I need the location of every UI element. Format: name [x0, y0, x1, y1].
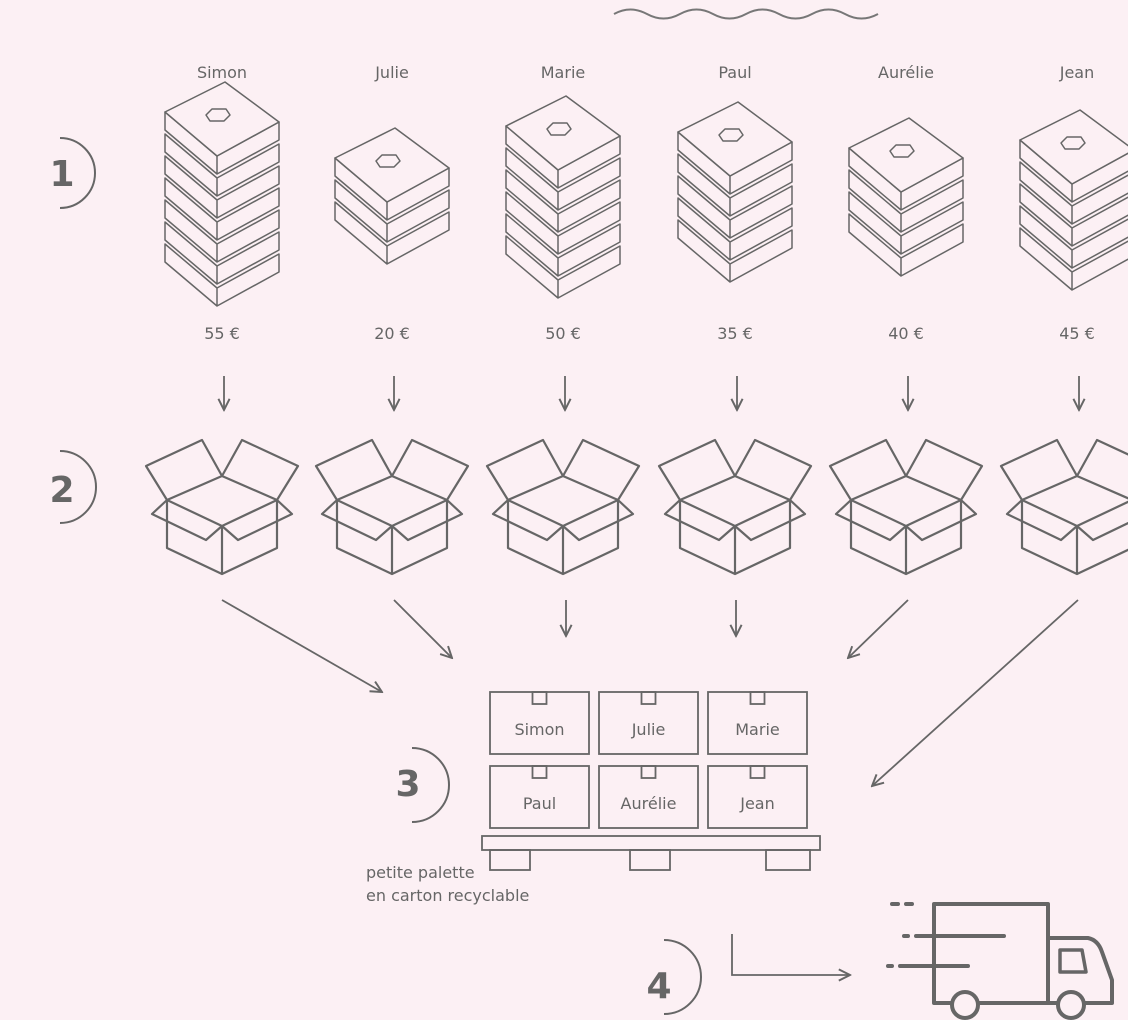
person-name: Julie [374, 63, 409, 82]
step-4-number: 4 [646, 966, 671, 1007]
box-stack-icon [164, 81, 280, 307]
open-box-icon [828, 438, 984, 576]
open-box-icon [485, 438, 641, 576]
box-stack-icon [505, 95, 621, 299]
step-badge-1: 1 [49, 137, 96, 209]
person-name: Aurélie [878, 63, 934, 82]
box-stack-icon [677, 101, 793, 283]
open-box-icon [314, 438, 470, 576]
box-stack-icon [334, 127, 450, 265]
step-2-number: 2 [49, 470, 74, 511]
arrow-to-pallet [872, 599, 1079, 786]
open-box-icon [144, 438, 300, 576]
step-badge-3: 3 [395, 747, 450, 823]
pallet-box-label: Jean [739, 794, 775, 813]
arrow-to-pallet [848, 599, 909, 658]
price-label: 55 € [204, 324, 240, 343]
pallet-box-label: Aurélie [621, 794, 677, 813]
pallet-box-label: Paul [523, 794, 556, 813]
person-name: Jean [1059, 63, 1095, 82]
step-1-number: 1 [49, 154, 74, 195]
box-stack-icon [848, 117, 964, 277]
pallet-box-label: Marie [735, 720, 779, 739]
person-name: Paul [718, 63, 751, 82]
open-box-icon [999, 438, 1128, 576]
person-name: Simon [197, 63, 247, 82]
pallet-caption-line-2: en carton recyclable [366, 886, 530, 905]
open-box-icon [657, 438, 813, 576]
pallet-box-label: Julie [631, 720, 666, 739]
price-label: 40 € [888, 324, 924, 343]
arrow-to-pallet [393, 599, 452, 658]
price-label: 20 € [374, 324, 410, 343]
step-badge-4: 4 [646, 939, 702, 1015]
arrow-to-pallet [221, 599, 382, 692]
box-stack-icon [1019, 109, 1128, 291]
step-badge-2: 2 [49, 450, 97, 524]
pallet-box-label: Simon [514, 720, 564, 739]
price-label: 35 € [717, 324, 753, 343]
arrow-to-truck [731, 934, 850, 975]
delivery-truck-icon [886, 902, 1114, 1020]
price-label: 45 € [1059, 324, 1095, 343]
person-name: Marie [541, 63, 585, 82]
price-label: 50 € [545, 324, 581, 343]
wave-icon [613, 8, 879, 20]
pallet-caption-line-1: petite palette [366, 863, 475, 882]
step-3-number: 3 [395, 764, 420, 805]
